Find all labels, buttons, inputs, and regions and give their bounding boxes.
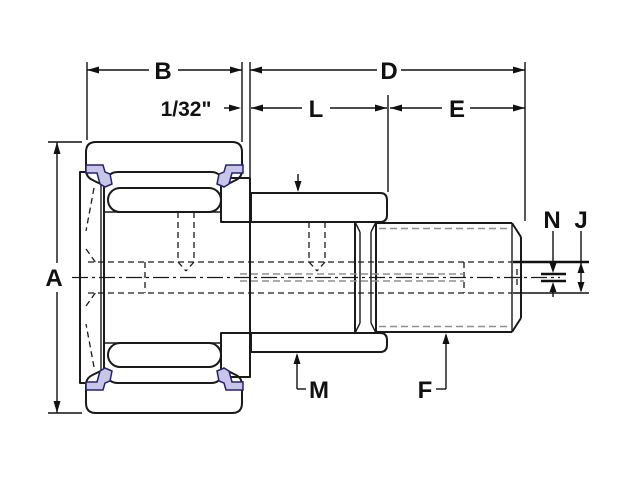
label-M: M <box>309 377 329 404</box>
dim-M <box>293 174 306 390</box>
dim-L <box>251 104 387 112</box>
seal-bottom-left <box>85 367 113 391</box>
label-F: F <box>418 377 433 404</box>
dim-E <box>390 104 525 112</box>
dim-B <box>86 62 242 140</box>
roller-bottom <box>107 342 222 368</box>
label-N: N <box>543 207 560 234</box>
dim-A <box>48 141 82 414</box>
seal-top-right <box>216 164 244 188</box>
dimension-labels: A B D 1/32" L E N J M F <box>45 58 587 404</box>
hidden-lube-passages <box>85 187 518 368</box>
label-L: L <box>309 96 324 123</box>
seals <box>85 164 244 391</box>
label-A: A <box>45 265 62 292</box>
label-offset: 1/32" <box>161 98 212 121</box>
extension-lines <box>241 62 526 221</box>
label-D: D <box>380 58 397 85</box>
dim-F <box>436 333 450 390</box>
dim-D <box>250 66 525 74</box>
label-B: B <box>154 58 171 85</box>
seal-top-left <box>85 164 113 188</box>
roller-top <box>107 187 222 213</box>
dim-N <box>541 231 566 297</box>
threaded-stud <box>377 222 522 333</box>
rollers <box>104 187 222 368</box>
label-J: J <box>574 207 587 234</box>
dim-J <box>513 231 589 294</box>
stud-collar-section <box>250 192 388 353</box>
label-E: E <box>449 96 465 123</box>
dim-offset <box>224 104 241 112</box>
seal-bottom-right <box>216 367 244 391</box>
